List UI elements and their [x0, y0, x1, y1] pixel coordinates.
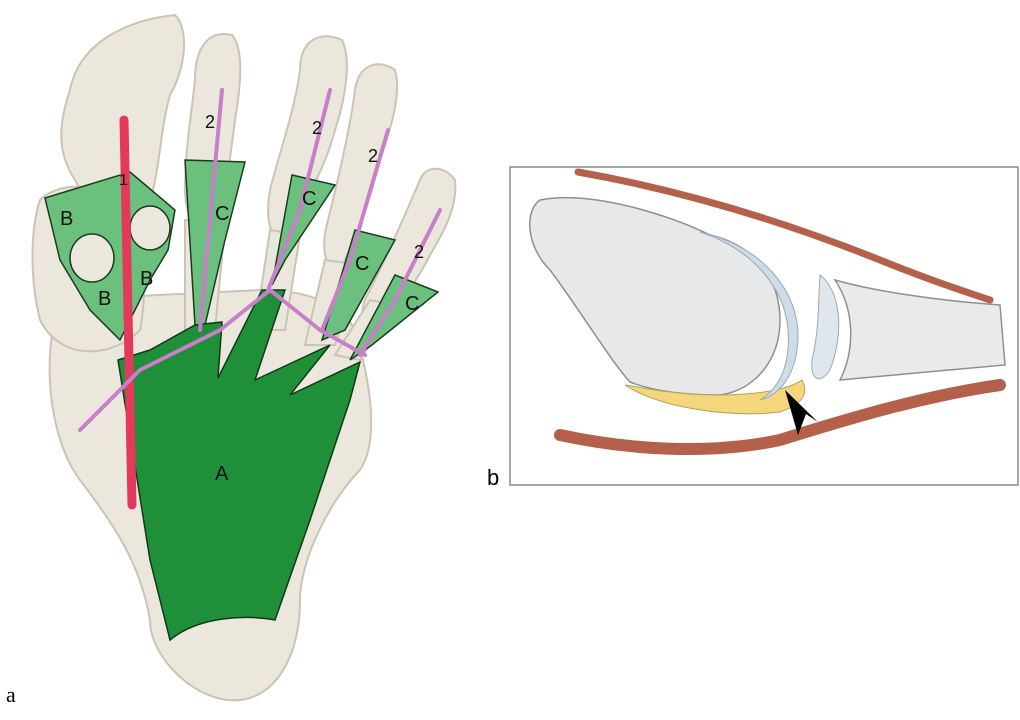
label-c-3: C — [355, 253, 369, 275]
panel-letter-b: b — [487, 465, 499, 491]
panel-b-joint-diagram — [480, 150, 1020, 500]
foot-skeleton-figure: A B B B C C C C 1 2 2 2 2 — [0, 0, 480, 715]
label-2-3: 2 — [368, 146, 378, 166]
label-2-2: 2 — [312, 118, 322, 138]
label-1: 1 — [119, 172, 128, 189]
label-2-1: 2 — [205, 112, 215, 132]
joint-illustration — [480, 150, 1020, 500]
label-c-1: C — [215, 203, 229, 225]
label-a: A — [215, 463, 229, 485]
panel-letter-a: a — [6, 682, 16, 708]
label-b-1: B — [60, 208, 73, 230]
panel-a-foot-diagram: A B B B C C C C 1 2 2 2 2 — [0, 0, 480, 715]
label-b-2: B — [98, 288, 111, 310]
label-2-4: 2 — [414, 242, 424, 262]
label-c-4: C — [405, 293, 419, 315]
label-b-3: B — [140, 268, 153, 290]
label-c-2: C — [302, 188, 316, 210]
